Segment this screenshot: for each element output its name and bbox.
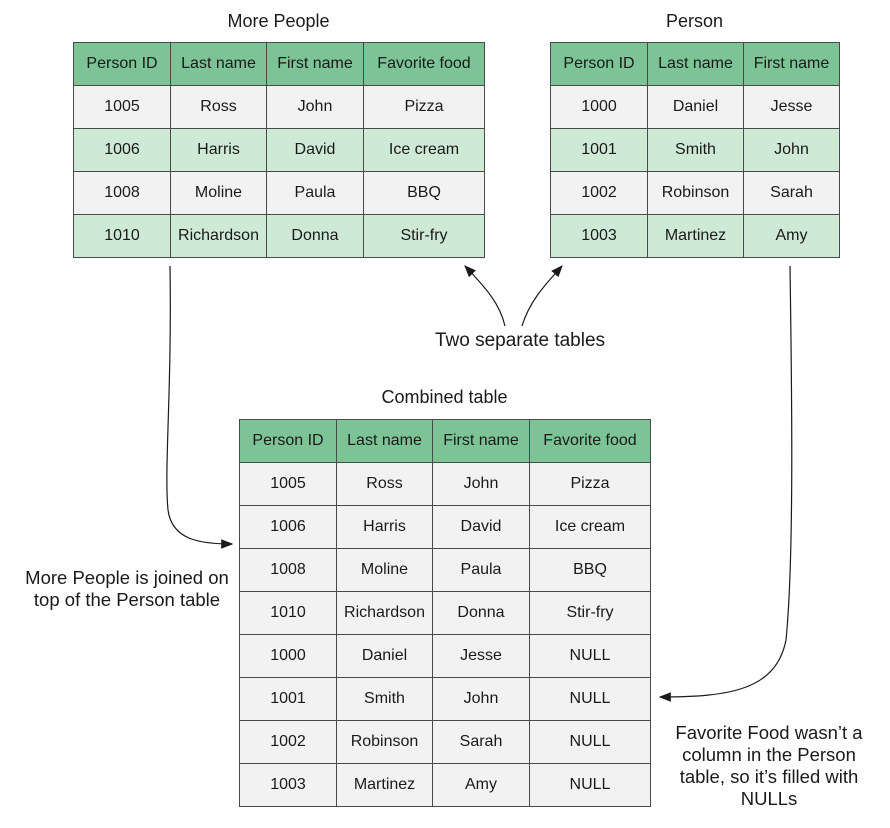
two-tables-label: Two separate tables <box>434 330 606 351</box>
table-cell: 1005 <box>239 462 337 506</box>
table-cell: 1000 <box>239 634 337 678</box>
more-people-title: More People <box>227 11 330 31</box>
table-cell: Ice cream <box>363 128 485 172</box>
null-note: Favorite Food wasn’t a column in the Per… <box>675 722 863 809</box>
table-cell: Paula <box>432 548 530 592</box>
table-cell: Amy <box>743 214 840 258</box>
table-cell: NULL <box>529 763 651 807</box>
null-arrow <box>658 265 793 702</box>
table-cell: Ice cream <box>529 505 651 549</box>
column-header: Favorite food <box>529 419 651 463</box>
table-cell: 1006 <box>239 505 337 549</box>
table-cell: Ross <box>170 85 267 129</box>
table-cell: Moline <box>336 548 433 592</box>
table-cell: Moline <box>170 171 267 215</box>
table-cell: John <box>432 462 530 506</box>
table-cell: Robinson <box>336 720 433 764</box>
table-cell: 1003 <box>550 214 648 258</box>
table-cell: 1010 <box>73 214 171 258</box>
right-table-arrow <box>521 265 563 327</box>
table-cell: 1003 <box>239 763 337 807</box>
left-table-arrow <box>464 265 506 327</box>
table-cell: 1008 <box>73 171 171 215</box>
table-cell: 1001 <box>239 677 337 721</box>
column-header: First name <box>743 42 840 86</box>
table-cell: Stir-fry <box>363 214 485 258</box>
column-header: First name <box>432 419 530 463</box>
table-cell: NULL <box>529 677 651 721</box>
column-header: Person ID <box>73 42 171 86</box>
table-cell: Robinson <box>647 171 744 215</box>
table-cell: Sarah <box>432 720 530 764</box>
table-cell: 1010 <box>239 591 337 635</box>
joined-note: More People is joined on top of the Pers… <box>25 567 229 610</box>
column-header: Last name <box>336 419 433 463</box>
table-cell: John <box>266 85 364 129</box>
table-cell: 1006 <box>73 128 171 172</box>
table-cell: Daniel <box>336 634 433 678</box>
table-cell: BBQ <box>363 171 485 215</box>
join-arrow <box>166 265 234 549</box>
person-title: Person <box>665 11 724 31</box>
table-cell: Sarah <box>743 171 840 215</box>
column-header: Person ID <box>239 419 337 463</box>
table-cell: Jesse <box>743 85 840 129</box>
column-header: Favorite food <box>363 42 485 86</box>
table-cell: Smith <box>336 677 433 721</box>
table-cell: Amy <box>432 763 530 807</box>
table-cell: Harris <box>170 128 267 172</box>
table-cell: Stir-fry <box>529 591 651 635</box>
table-cell: 1001 <box>550 128 648 172</box>
table-cell: NULL <box>529 634 651 678</box>
table-cell: Pizza <box>363 85 485 129</box>
table-cell: Martinez <box>647 214 744 258</box>
table-cell: Paula <box>266 171 364 215</box>
column-header: First name <box>266 42 364 86</box>
table-cell: David <box>266 128 364 172</box>
table-cell: Ross <box>336 462 433 506</box>
column-header: Person ID <box>550 42 648 86</box>
combined-title: Combined table <box>381 387 508 407</box>
table-cell: 1008 <box>239 548 337 592</box>
table-cell: 1000 <box>550 85 648 129</box>
table-cell: Smith <box>647 128 744 172</box>
table-cell: John <box>432 677 530 721</box>
table-cell: Donna <box>266 214 364 258</box>
table-cell: NULL <box>529 720 651 764</box>
table-cell: Donna <box>432 591 530 635</box>
table-cell: Martinez <box>336 763 433 807</box>
table-cell: Richardson <box>336 591 433 635</box>
table-cell: BBQ <box>529 548 651 592</box>
